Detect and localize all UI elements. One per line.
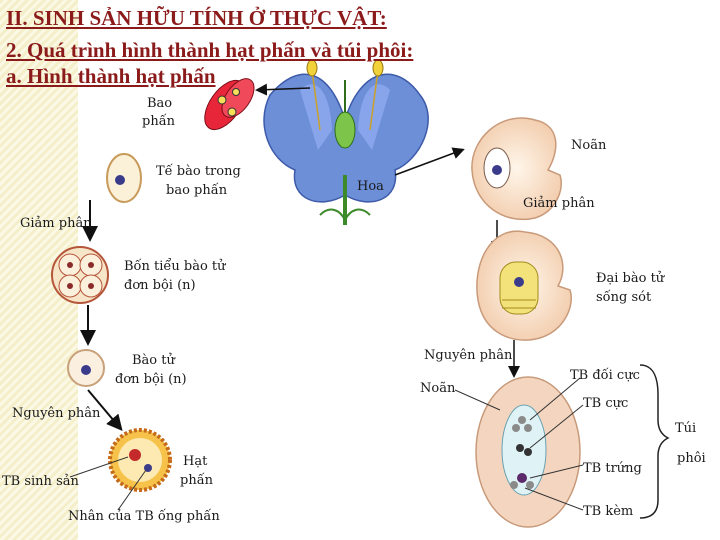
label-nguyen-phan-right: Nguyên phân xyxy=(424,348,513,363)
label-bao-tu-1: Bào tử xyxy=(132,353,175,368)
label-noan-top: Noãn xyxy=(571,138,607,153)
pollen-grain xyxy=(108,428,172,492)
label-tb-cuc: TB cực xyxy=(583,396,629,411)
label-dai-bao-1: Đại bào tử xyxy=(596,271,665,286)
label-hoa: Hoa xyxy=(357,179,384,194)
ovule-middle xyxy=(476,230,572,341)
label-tb-kem: TB kèm xyxy=(583,504,634,519)
label-hat-1: Hạt xyxy=(183,454,208,469)
label-bon-tieu-2: đơn bội (n) xyxy=(124,278,196,293)
label-noan-bottom: Noãn xyxy=(420,381,456,396)
microspore-cell xyxy=(67,349,105,387)
label-tb-trung: TB trứng xyxy=(583,461,642,476)
tetrad-cells xyxy=(51,246,109,304)
flower-illustration xyxy=(263,59,429,225)
title-line-1: II. SINH SẢN HỮU TÍNH Ở THỰC VẬT: xyxy=(6,6,387,30)
label-te-bao-1: Tế bào trong xyxy=(156,164,241,179)
label-bao-phan-2: phấn xyxy=(142,114,176,129)
ovule-bottom-embryo-sac xyxy=(475,376,581,528)
label-tb-sinh-san: TB sinh sản xyxy=(2,474,79,489)
title-line-3: a. Hình thành hạt phấn xyxy=(6,64,216,88)
label-giam-phan-right: Giảm phân xyxy=(523,196,595,211)
title-line-2: 2. Quá trình hình thành hạt phấn và túi … xyxy=(6,38,414,62)
ovule-top xyxy=(471,117,562,220)
label-te-bao-2: bao phấn xyxy=(166,183,228,198)
label-giam-phan-left: Giảm phân xyxy=(20,216,92,231)
label-dai-bao-2: sống sót xyxy=(596,290,652,305)
label-tb-doi-cuc: TB đối cực xyxy=(570,368,640,383)
label-nguyen-phan-left: Nguyên phân xyxy=(12,406,101,421)
anther-illustration xyxy=(204,78,255,130)
label-tui: Túi xyxy=(675,421,697,436)
anther-cell xyxy=(106,153,142,203)
label-hat-2: phấn xyxy=(180,473,214,488)
label-phoi: phôi xyxy=(677,451,706,466)
label-bao-phan-1: Bao xyxy=(147,96,173,111)
label-nhan-ong-phan: Nhân của TB ống phấn xyxy=(68,509,220,524)
label-bon-tieu-1: Bốn tiểu bào tử xyxy=(124,259,226,274)
label-bao-tu-2: đơn bội (n) xyxy=(115,372,187,387)
